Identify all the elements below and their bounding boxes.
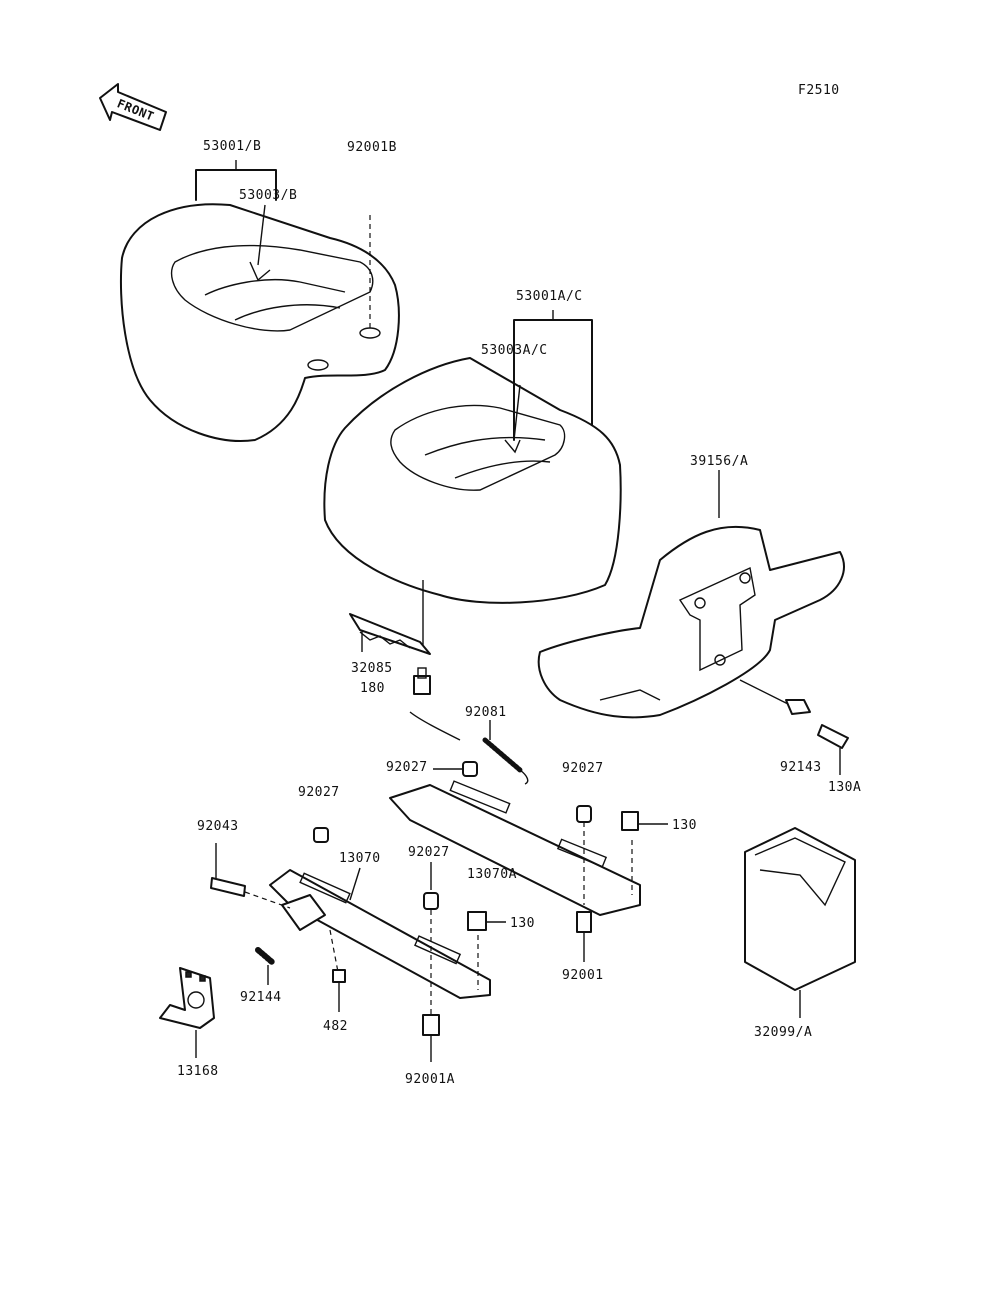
rail-13070A-drawing (389, 780, 641, 916)
label-32085: 32085 (351, 661, 393, 676)
label-53001-b: 53001/B (203, 139, 261, 154)
small-spring-drawing (255, 947, 346, 1012)
label-13168: 13168 (177, 1064, 219, 1079)
label-180: 180 (360, 681, 385, 696)
front-arrow-icon: FRONT (99, 83, 167, 131)
label-92027-d: 92027 (408, 845, 450, 860)
backrest-drawing (537, 470, 845, 719)
label-130-b: 130 (510, 916, 535, 931)
label-92001a: 92001A (405, 1072, 455, 1087)
label-39156-a: 39156/A (690, 454, 748, 469)
label-92043: 92043 (197, 819, 239, 834)
label-53001a-c: 53001A/C (516, 289, 583, 304)
label-92027-c: 92027 (562, 761, 604, 776)
label-130a: 130A (828, 780, 861, 795)
bolt-drawing (422, 699, 849, 1062)
label-92027-a: 92027 (386, 760, 428, 775)
storage-box-drawing (744, 827, 856, 1018)
label-92144: 92144 (240, 990, 282, 1005)
collar-drawing (313, 761, 592, 910)
label-92081: 92081 (465, 705, 507, 720)
label-13070: 13070 (339, 851, 381, 866)
label-32099-a: 32099/A (754, 1025, 812, 1040)
label-53003a-c: 53003A/C (481, 343, 548, 358)
rail-13070-drawing (269, 867, 491, 1015)
rear-seat-drawing (119, 203, 400, 442)
label-92001: 92001 (562, 968, 604, 983)
label-92001b: 92001B (347, 140, 397, 155)
figure-code: F2510 (798, 83, 840, 98)
label-13070a: 13070A (467, 867, 517, 882)
latch-drawing (349, 613, 431, 695)
label-482: 482 (323, 1019, 348, 1034)
pin-drawing (210, 843, 291, 909)
spring-drawing (409, 711, 529, 785)
bracket-drawing (159, 967, 215, 1058)
label-92143: 92143 (780, 760, 822, 775)
seat-leader-lines (195, 160, 593, 648)
label-130-a: 130 (672, 818, 697, 833)
front-seat-drawing (323, 357, 622, 604)
label-92027-b: 92027 (298, 785, 340, 800)
label-53003-b: 53003/B (239, 188, 297, 203)
